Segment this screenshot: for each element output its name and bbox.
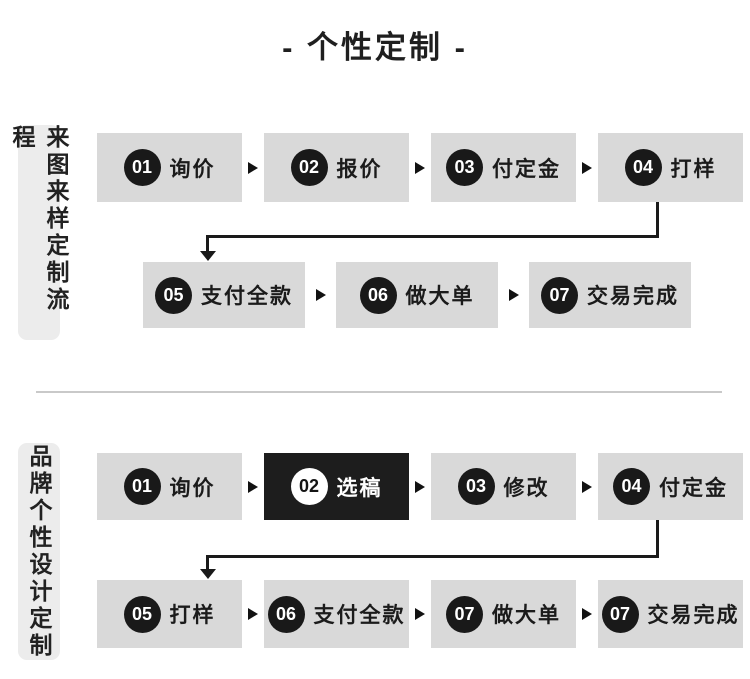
arrow-right-icon xyxy=(582,608,592,620)
arrow-right-icon xyxy=(415,608,425,620)
arrow-right-icon xyxy=(248,608,258,620)
arrow-gap xyxy=(409,453,431,520)
arrow-right-icon xyxy=(582,480,592,493)
step-inquiry: 01 询价 xyxy=(97,133,242,202)
step-number-badge: 03 xyxy=(446,149,483,186)
step-label: 交易完成 xyxy=(587,285,679,308)
step-pay-full-amount: 06 支付全款 xyxy=(264,580,409,648)
step-label: 询价 xyxy=(169,157,216,181)
arrow-down-icon xyxy=(200,251,216,261)
arrow-right-icon xyxy=(248,161,258,174)
arrow-gap xyxy=(576,133,598,202)
step-quote: 02 报价 xyxy=(264,133,409,202)
step-number-badge: 03 xyxy=(457,468,495,505)
arrow-right-icon xyxy=(582,161,592,174)
step-number-badge: 02 xyxy=(290,149,328,186)
step-number-badge: 04 xyxy=(613,468,650,505)
step-label: 付定金 xyxy=(492,157,561,181)
arrow-right-icon xyxy=(415,161,425,174)
step-label: 打样 xyxy=(670,157,717,181)
step-label: 支付全款 xyxy=(201,285,293,308)
section-divider xyxy=(36,391,722,393)
step-number-badge: 05 xyxy=(155,276,192,314)
arrow-gap xyxy=(409,580,431,648)
flow-area: 01 询价 02 选稿 03 修改 04 付定金 05 xyxy=(60,443,743,660)
arrow-gap xyxy=(576,580,598,648)
step-deal-complete: 07 交易完成 xyxy=(529,262,691,328)
step-number-badge: 04 xyxy=(624,149,662,186)
step-label: 支付全款 xyxy=(313,604,406,627)
connector-line xyxy=(656,520,659,558)
step-label: 打样 xyxy=(169,604,216,627)
step-deal-complete: 07 交易完成 xyxy=(598,580,743,648)
flow-row-1: 01 询价 02 选稿 03 修改 04 付定金 xyxy=(97,453,743,520)
step-sampling: 04 打样 xyxy=(598,133,743,202)
section-label-text: 来图来样定制流程 xyxy=(9,125,69,314)
arrow-gap xyxy=(409,133,431,202)
connector-line xyxy=(656,202,659,238)
page-title: - 个性定制 - xyxy=(282,30,468,65)
arrow-gap xyxy=(576,453,598,520)
step-label: 修改 xyxy=(503,476,550,500)
arrow-gap xyxy=(498,262,529,328)
connector-line xyxy=(206,235,659,238)
step-number-badge: 01 xyxy=(123,149,161,186)
step-sampling: 05 打样 xyxy=(97,580,242,648)
step-label: 报价 xyxy=(336,157,383,181)
flow-row-2: 05 支付全款 06 做大单 07 交易完成 xyxy=(143,262,691,328)
arrow-right-icon xyxy=(508,289,519,301)
flow-row-1: 01 询价 02 报价 03 付定金 04 打样 xyxy=(97,133,743,202)
section-vertical-label: 来图来样定制流程 xyxy=(9,125,69,340)
connector-line xyxy=(206,555,659,558)
step-pay-deposit: 04 付定金 xyxy=(598,453,743,520)
step-select-draft-highlighted: 02 选稿 xyxy=(264,453,409,520)
step-label: 做大单 xyxy=(492,604,561,627)
arrow-right-icon xyxy=(415,480,425,493)
step-revise: 03 修改 xyxy=(431,453,576,520)
connector-line xyxy=(206,235,209,252)
step-number-badge: 06 xyxy=(267,595,305,633)
step-label: 付定金 xyxy=(659,476,728,500)
connector-line xyxy=(206,555,209,570)
arrow-gap xyxy=(305,262,336,328)
section-label-text: 品牌个性设计定制 xyxy=(26,443,52,660)
process-section-brand-design: 品牌个性设计定制 01 询价 02 选稿 03 修改 04 付定金 xyxy=(18,443,743,660)
flow-area: 01 询价 02 报价 03 付定金 04 打样 05 xyxy=(60,125,743,340)
step-number-badge: 01 xyxy=(123,468,161,505)
step-pay-full-amount: 05 支付全款 xyxy=(143,262,305,328)
step-label: 选稿 xyxy=(336,476,383,500)
section-vertical-label: 品牌个性设计定制 xyxy=(18,443,60,660)
arrow-right-icon xyxy=(315,289,326,301)
step-number-badge: 07 xyxy=(541,276,578,314)
step-label: 交易完成 xyxy=(647,604,740,627)
arrow-right-icon xyxy=(248,480,258,493)
step-bulk-order: 06 做大单 xyxy=(336,262,498,328)
step-number-badge: 02 xyxy=(290,468,328,505)
step-number-badge: 07 xyxy=(601,595,639,633)
arrow-gap xyxy=(242,133,264,202)
step-number-badge: 06 xyxy=(359,276,397,314)
flow-row-2: 05 打样 06 支付全款 07 做大单 07 交易完成 xyxy=(97,580,743,648)
arrow-gap xyxy=(242,453,264,520)
step-number-badge: 05 xyxy=(123,595,161,633)
process-section-sample-custom: 来图来样定制流程 01 询价 02 报价 03 付定金 04 打样 xyxy=(9,125,743,340)
step-number-badge: 07 xyxy=(446,595,483,633)
step-inquiry: 01 询价 xyxy=(97,453,242,520)
step-bulk-order: 07 做大单 xyxy=(431,580,576,648)
arrow-gap xyxy=(242,580,264,648)
arrow-down-icon xyxy=(200,569,216,579)
step-label: 询价 xyxy=(169,476,216,500)
step-label: 做大单 xyxy=(405,285,475,308)
step-pay-deposit: 03 付定金 xyxy=(431,133,576,202)
